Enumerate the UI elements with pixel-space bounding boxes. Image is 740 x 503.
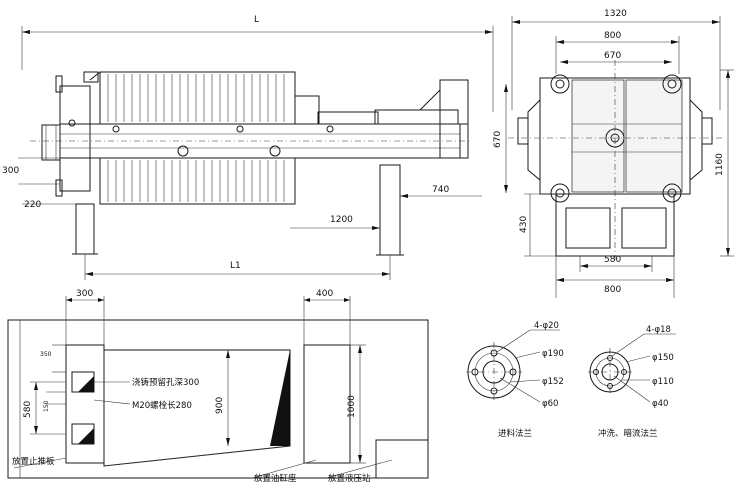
note-stop-plate: 放置止推板 [12,456,55,467]
inlet-flange: 4-φ20 φ190 φ152 φ60 进料法兰 [466,321,564,439]
dim-580-side: 580 [604,255,621,265]
dim-1200: 1200 [330,215,353,225]
inlet-d1: φ190 [542,349,564,359]
dim-430: 430 [519,216,529,233]
inlet-holes: 4-φ20 [534,321,559,331]
dim-220: 220 [24,200,41,210]
dim-300-front: 300 [2,166,19,176]
dim-1160: 1160 [715,153,725,176]
dim-150: 150 [43,400,50,412]
wash-flange-caption: 冲洗、暗流法兰 [598,428,658,439]
note-cylinder-seat: 放置油缸座 [254,473,297,484]
dim-1000: 1000 [347,395,357,418]
foundation-plan: 300 400 350 150 580 [7,289,429,484]
wash-d3: φ40 [652,399,668,409]
note-cast-hole: 浇铸预留孔深300 [132,377,199,388]
dim-350: 350 [40,351,52,358]
dim-1320: 1320 [604,9,627,19]
dim-670-right: 670 [493,131,503,148]
dim-400: 400 [316,289,333,299]
dim-L1: L1 [230,261,241,271]
filter-plates-bottom [107,160,285,202]
note-anchor-bolt: M20螺栓长280 [132,400,192,411]
dim-740: 740 [432,185,449,195]
wash-holes: 4-φ18 [646,325,671,335]
side-view: 1320 800 670 670 [493,9,734,298]
dim-900: 900 [215,397,225,414]
filter-plates-top [107,74,285,122]
wash-flange: 4-φ18 φ150 φ110 φ40 冲洗、暗流法兰 [588,325,676,439]
front-view: L [2,15,494,280]
dim-670-top: 670 [604,51,621,61]
wash-d2: φ110 [652,377,674,387]
dim-800-top: 800 [604,31,621,41]
dim-800-bottom: 800 [604,285,621,295]
dim-300-foundation: 300 [76,289,93,299]
inlet-d2: φ152 [542,377,564,387]
inlet-d3: φ60 [542,399,558,409]
dim-580-foundation: 580 [23,401,33,418]
wash-d1: φ150 [652,353,674,363]
inlet-flange-caption: 进料法兰 [498,428,532,439]
note-hydraulic-station: 放置液压站 [328,473,371,484]
dim-L: L [254,15,259,25]
